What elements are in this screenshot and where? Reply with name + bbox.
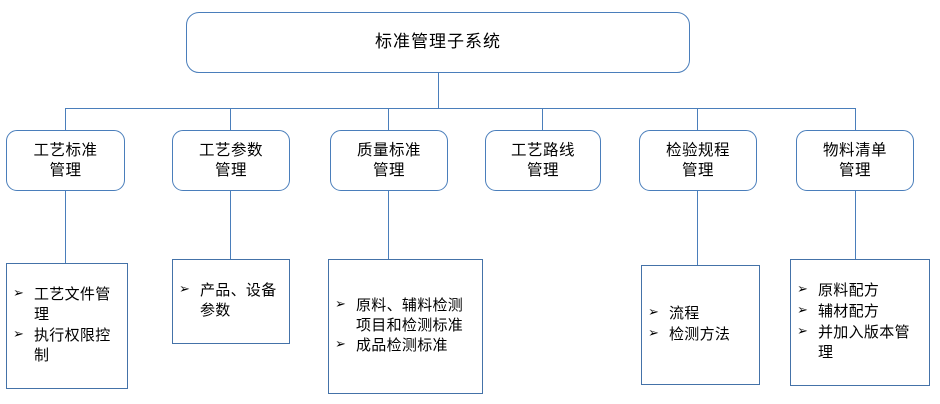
list-item: ➢ 工艺文件管理 — [13, 285, 121, 325]
branch-node-inspection-procedure[interactable]: 检验规程管理 — [639, 130, 757, 191]
list-item: ➢ 原料配方 — [797, 281, 923, 301]
arrow-bullet-icon: ➢ — [335, 296, 347, 312]
branch-node-process-standard[interactable]: 工艺标准管理 — [6, 130, 125, 191]
list-item-label: 流程 — [669, 304, 700, 323]
leaf-box-process-parameter[interactable]: ➢ 产品、设备参数 — [172, 259, 290, 344]
arrow-bullet-icon: ➢ — [13, 286, 25, 302]
leaf-box-process-standard[interactable]: ➢ 工艺文件管理 ➢ 执行权限控制 — [6, 263, 128, 389]
connector-branch-3-to-leaf — [388, 190, 390, 259]
list-item-label: 检测方法 — [669, 325, 731, 343]
list-item-label: 并加入版本管理 — [818, 323, 910, 361]
connector-branch-1-to-leaf — [65, 190, 67, 263]
branch-node-label: 工艺标准管理 — [33, 140, 98, 179]
connector-bus-to-branch-5 — [697, 108, 699, 131]
branch-node-label: 物料清单管理 — [822, 140, 887, 179]
arrow-bullet-icon: ➢ — [13, 327, 25, 342]
leaf-list: ➢ 产品、设备参数 — [179, 281, 283, 322]
leaf-list: ➢ 工艺文件管理 ➢ 执行权限控制 — [13, 285, 121, 366]
root-node-standard-management-subsystem[interactable]: 标准管理子系统 — [186, 12, 690, 73]
list-item-label: 辅材配方 — [818, 302, 880, 321]
connector-bus-to-branch-2 — [230, 108, 232, 131]
list-item: ➢ 原料、辅料检测项目和检测标准 — [335, 296, 476, 336]
connector-bus-to-branch-4 — [542, 108, 544, 131]
list-item-label: 原料、辅料检测项目和检测标准 — [356, 295, 464, 334]
arrow-bullet-icon: ➢ — [797, 282, 809, 298]
branch-node-label: 检验规程管理 — [665, 140, 730, 179]
arrow-bullet-icon: ➢ — [797, 303, 809, 319]
arrow-bullet-icon: ➢ — [648, 305, 660, 321]
branch-node-quality-standard[interactable]: 质量标准管理 — [330, 130, 448, 191]
connector-branch-2-to-leaf — [230, 190, 232, 259]
list-item-label: 执行权限控制 — [34, 326, 111, 364]
leaf-box-quality-standard[interactable]: ➢ 原料、辅料检测项目和检测标准 ➢ 成品检测标准 — [328, 259, 483, 394]
branch-node-label: 工艺参数管理 — [198, 140, 263, 179]
list-item: ➢ 产品、设备参数 — [179, 281, 283, 321]
list-item: ➢ 并加入版本管理 — [797, 323, 923, 363]
root-node-label: 标准管理子系统 — [375, 31, 501, 52]
arrow-bullet-icon: ➢ — [797, 324, 809, 339]
connector-branch-5-to-leaf — [697, 190, 699, 265]
connector-bus-to-branch-6 — [855, 108, 857, 131]
connector-bus-to-branch-3 — [388, 108, 390, 131]
list-item-label: 工艺文件管理 — [34, 285, 111, 324]
list-item: ➢ 检测方法 — [648, 325, 753, 345]
branch-node-label: 质量标准管理 — [356, 140, 421, 179]
leaf-box-inspection-procedure[interactable]: ➢ 流程 ➢ 检测方法 — [641, 265, 760, 385]
arrow-bullet-icon: ➢ — [179, 282, 191, 298]
connector-bus-to-branch-1 — [65, 108, 67, 131]
list-item: ➢ 执行权限控制 — [13, 326, 121, 366]
leaf-box-bill-of-material[interactable]: ➢ 原料配方 ➢ 辅材配方 ➢ 并加入版本管理 — [790, 259, 930, 386]
connector-branch-6-to-leaf — [855, 190, 857, 259]
list-item: ➢ 成品检测标准 — [335, 336, 476, 356]
list-item-label: 原料配方 — [818, 281, 880, 300]
branch-node-process-route[interactable]: 工艺路线管理 — [485, 130, 601, 191]
list-item-label: 成品检测标准 — [356, 336, 448, 355]
branch-node-process-parameter[interactable]: 工艺参数管理 — [172, 130, 290, 191]
leaf-list: ➢ 流程 ➢ 检测方法 — [648, 304, 753, 346]
leaf-list: ➢ 原料、辅料检测项目和检测标准 ➢ 成品检测标准 — [335, 296, 476, 357]
branch-node-bill-of-material[interactable]: 物料清单管理 — [796, 130, 914, 191]
connector-horizontal-bus — [65, 108, 855, 110]
leaf-list: ➢ 原料配方 ➢ 辅材配方 ➢ 并加入版本管理 — [797, 281, 923, 363]
list-item: ➢ 辅材配方 — [797, 302, 923, 322]
arrow-bullet-icon: ➢ — [648, 326, 660, 341]
arrow-bullet-icon: ➢ — [335, 337, 347, 353]
connector-root-stem — [438, 72, 440, 109]
list-item: ➢ 流程 — [648, 304, 753, 324]
branch-node-label: 工艺路线管理 — [510, 140, 575, 179]
list-item-label: 产品、设备参数 — [200, 281, 277, 319]
